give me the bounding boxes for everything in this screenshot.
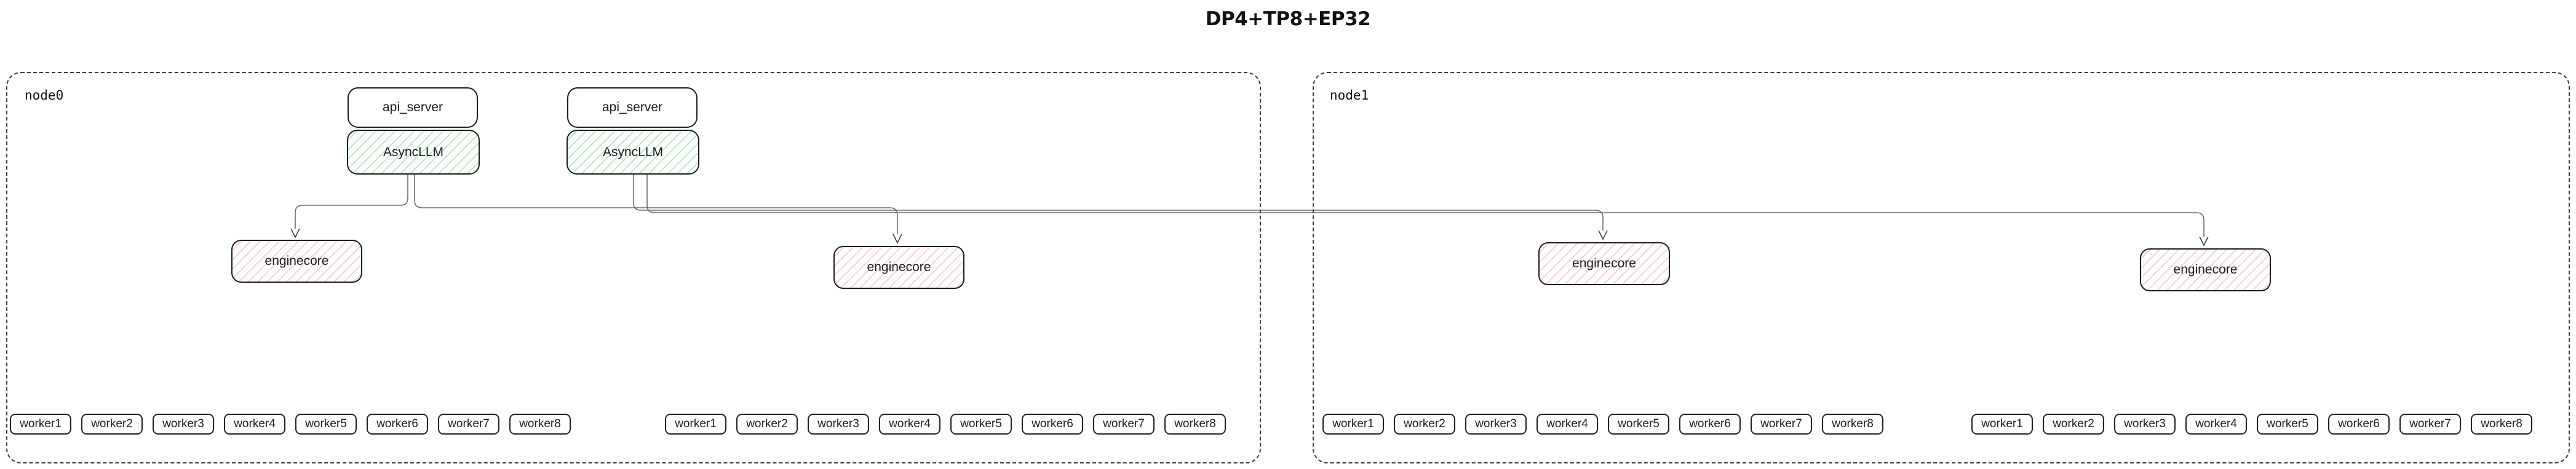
- worker-box: worker2: [1394, 414, 1455, 435]
- worker-box: worker7: [1751, 414, 1812, 435]
- worker-box: worker4: [879, 414, 940, 435]
- worker-group-2: worker1 worker2 worker3 worker4 worker5 worke…: [665, 414, 1226, 435]
- asyncllm-box-2: AsyncLLM: [566, 130, 699, 175]
- worker-box: worker4: [2185, 414, 2247, 435]
- worker-group-3: worker1 worker2 worker3 worker4 worker5 worke…: [1322, 414, 1883, 435]
- worker-box: worker1: [1971, 414, 2033, 435]
- node0-label: node0: [25, 88, 64, 103]
- worker-box: worker8: [509, 414, 571, 435]
- worker-box: worker4: [224, 414, 285, 435]
- worker-box: worker6: [367, 414, 428, 435]
- worker-box: worker5: [950, 414, 1012, 435]
- enginecore-box-1: enginecore: [231, 240, 362, 283]
- worker-box: worker4: [1536, 414, 1598, 435]
- enginecore-box-3: enginecore: [1538, 242, 1670, 285]
- worker-box: worker7: [438, 414, 499, 435]
- worker-box: worker2: [81, 414, 143, 435]
- worker-box: worker3: [1465, 414, 1527, 435]
- worker-box: worker1: [1322, 414, 1384, 435]
- worker-box: worker6: [1679, 414, 1741, 435]
- asyncllm-box-1: AsyncLLM: [347, 130, 480, 175]
- enginecore-box-4: enginecore: [2140, 248, 2271, 291]
- worker-box: worker8: [1164, 414, 1226, 435]
- worker-box: worker5: [1608, 414, 1669, 435]
- worker-group-4: worker1 worker2 worker3 worker4 worker5 worke…: [1971, 414, 2532, 435]
- enginecore-box-2: enginecore: [833, 246, 964, 289]
- worker-box: worker5: [2257, 414, 2318, 435]
- worker-box: worker1: [10, 414, 71, 435]
- api-server-box-1: api_server: [348, 87, 478, 128]
- worker-box: worker2: [2043, 414, 2104, 435]
- worker-box: worker1: [665, 414, 726, 435]
- worker-box: worker8: [1822, 414, 1883, 435]
- worker-box: worker7: [2399, 414, 2461, 435]
- worker-box: worker3: [153, 414, 214, 435]
- node1-label: node1: [1330, 88, 1369, 103]
- node0-container: node0 api_server AsyncLLM api_server Asy…: [6, 72, 1261, 463]
- worker-group-1: worker1 worker2 worker3 worker4 worker5 worke…: [10, 414, 571, 435]
- worker-box: worker2: [736, 414, 798, 435]
- worker-box: worker8: [2471, 414, 2532, 435]
- worker-box: worker3: [2114, 414, 2176, 435]
- diagram-title: DP4+TP8+EP32: [1205, 8, 1371, 30]
- worker-box: worker6: [1022, 414, 1083, 435]
- api-server-box-2: api_server: [567, 87, 698, 128]
- worker-box: worker5: [295, 414, 357, 435]
- worker-box: worker6: [2328, 414, 2390, 435]
- worker-box: worker7: [1093, 414, 1155, 435]
- worker-box: worker3: [808, 414, 869, 435]
